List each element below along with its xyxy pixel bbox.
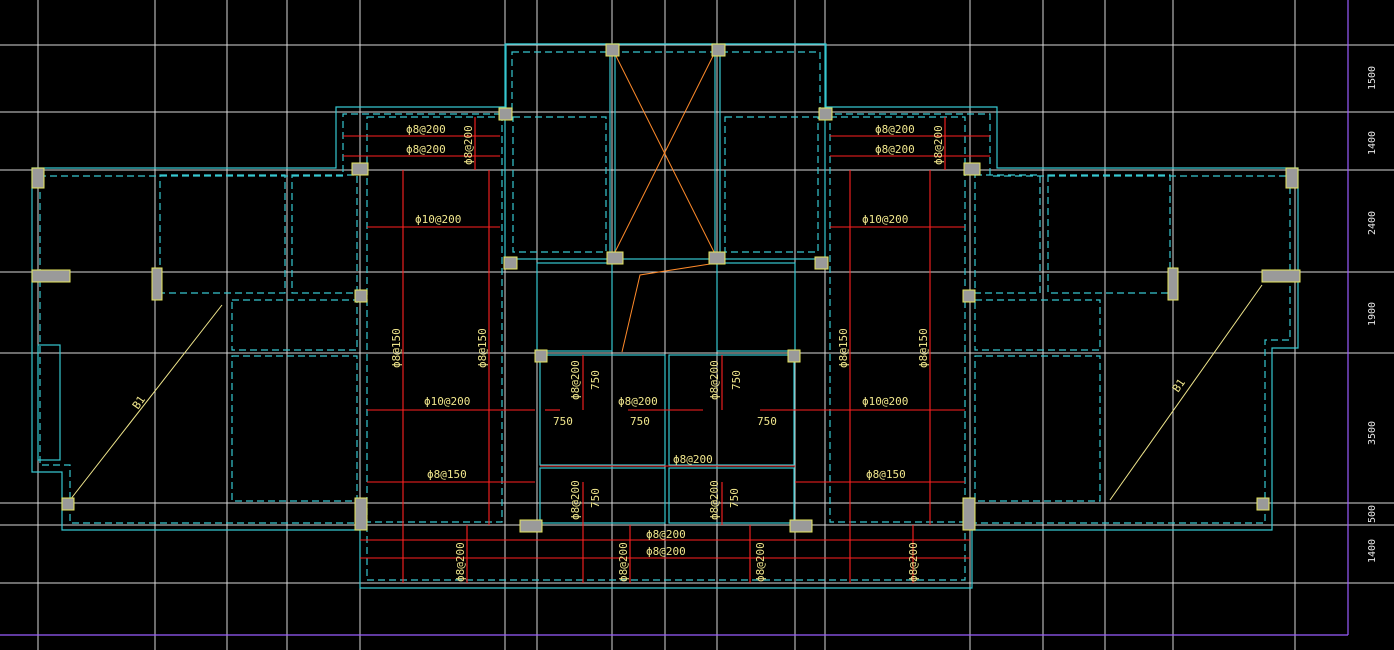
rebar-labels: ϕ8@200 ϕ8@200 ϕ10@200 ϕ10@200 ϕ8@150 ϕ8@… — [406, 123, 915, 558]
rebar-label: ϕ8@200 — [617, 542, 630, 582]
rebar-label: ϕ8@150 — [427, 468, 467, 481]
rebar-label: ϕ8@200 — [646, 528, 686, 541]
rebar-label: ϕ8@200 — [907, 542, 920, 582]
dimension-text: 2400 — [1367, 211, 1378, 235]
beam-label-b1: B1 — [130, 393, 148, 411]
rebar-label: ϕ8@200 — [708, 360, 721, 400]
dimension-text: 3500 — [1367, 421, 1378, 445]
dimension-text: 1500 — [1367, 66, 1378, 90]
dimension-text: 1400 — [1367, 131, 1378, 155]
dimension-labels: 1500 1400 2400 1900 3500 500 1400 — [1367, 66, 1378, 563]
rebar-lines — [343, 117, 990, 583]
rebar-labels-vertical: ϕ8@150 ϕ8@150 ϕ8@150 ϕ8@150 ϕ8@200 ϕ8@20… — [130, 125, 1188, 582]
rebar-label: ϕ8@200 — [569, 480, 582, 520]
dimension-750: 750 — [730, 370, 743, 390]
rebar-label: ϕ8@200 — [569, 360, 582, 400]
dimension-text: 1900 — [1367, 302, 1378, 326]
rebar-label: ϕ10@200 — [862, 213, 908, 226]
dimension-750: 750 — [589, 370, 602, 390]
dimension-750: 750 — [757, 415, 777, 428]
dimension-text: 500 — [1367, 505, 1378, 523]
rebar-label: ϕ8@200 — [932, 125, 945, 165]
dimension-750: 750 — [728, 488, 741, 508]
rebar-label: ϕ8@200 — [875, 123, 915, 136]
rebar-label: ϕ8@150 — [917, 328, 930, 368]
rebar-label: ϕ8@150 — [866, 468, 906, 481]
rebar-label: ϕ8@200 — [646, 545, 686, 558]
diagonal-lines — [69, 47, 1263, 501]
rebar-label: ϕ10@200 — [415, 213, 461, 226]
rebar-label: ϕ8@200 — [462, 125, 475, 165]
rebar-label: ϕ8@200 — [406, 143, 446, 156]
rebar-label: ϕ8@200 — [708, 480, 721, 520]
dimension-750: 750 — [589, 488, 602, 508]
beam-label-b1: B1 — [1170, 376, 1188, 394]
rebar-label: ϕ8@150 — [476, 328, 489, 368]
rebar-label: ϕ10@200 — [862, 395, 908, 408]
rebar-label: ϕ8@200 — [618, 395, 658, 408]
rebar-label: ϕ8@200 — [754, 542, 767, 582]
dimension-750: 750 — [553, 415, 573, 428]
dimension-750: 750 — [630, 415, 650, 428]
rebar-label: ϕ8@150 — [390, 328, 403, 368]
rebar-label: ϕ8@200 — [875, 143, 915, 156]
rebar-label: ϕ8@200 — [406, 123, 446, 136]
columns — [31, 43, 1301, 533]
rebar-label: ϕ10@200 — [424, 395, 470, 408]
rebar-label: ϕ8@150 — [837, 328, 850, 368]
rebar-label: ϕ8@200 — [673, 453, 713, 466]
rebar-label: ϕ8@200 — [454, 542, 467, 582]
dimension-text: 1400 — [1367, 539, 1378, 563]
